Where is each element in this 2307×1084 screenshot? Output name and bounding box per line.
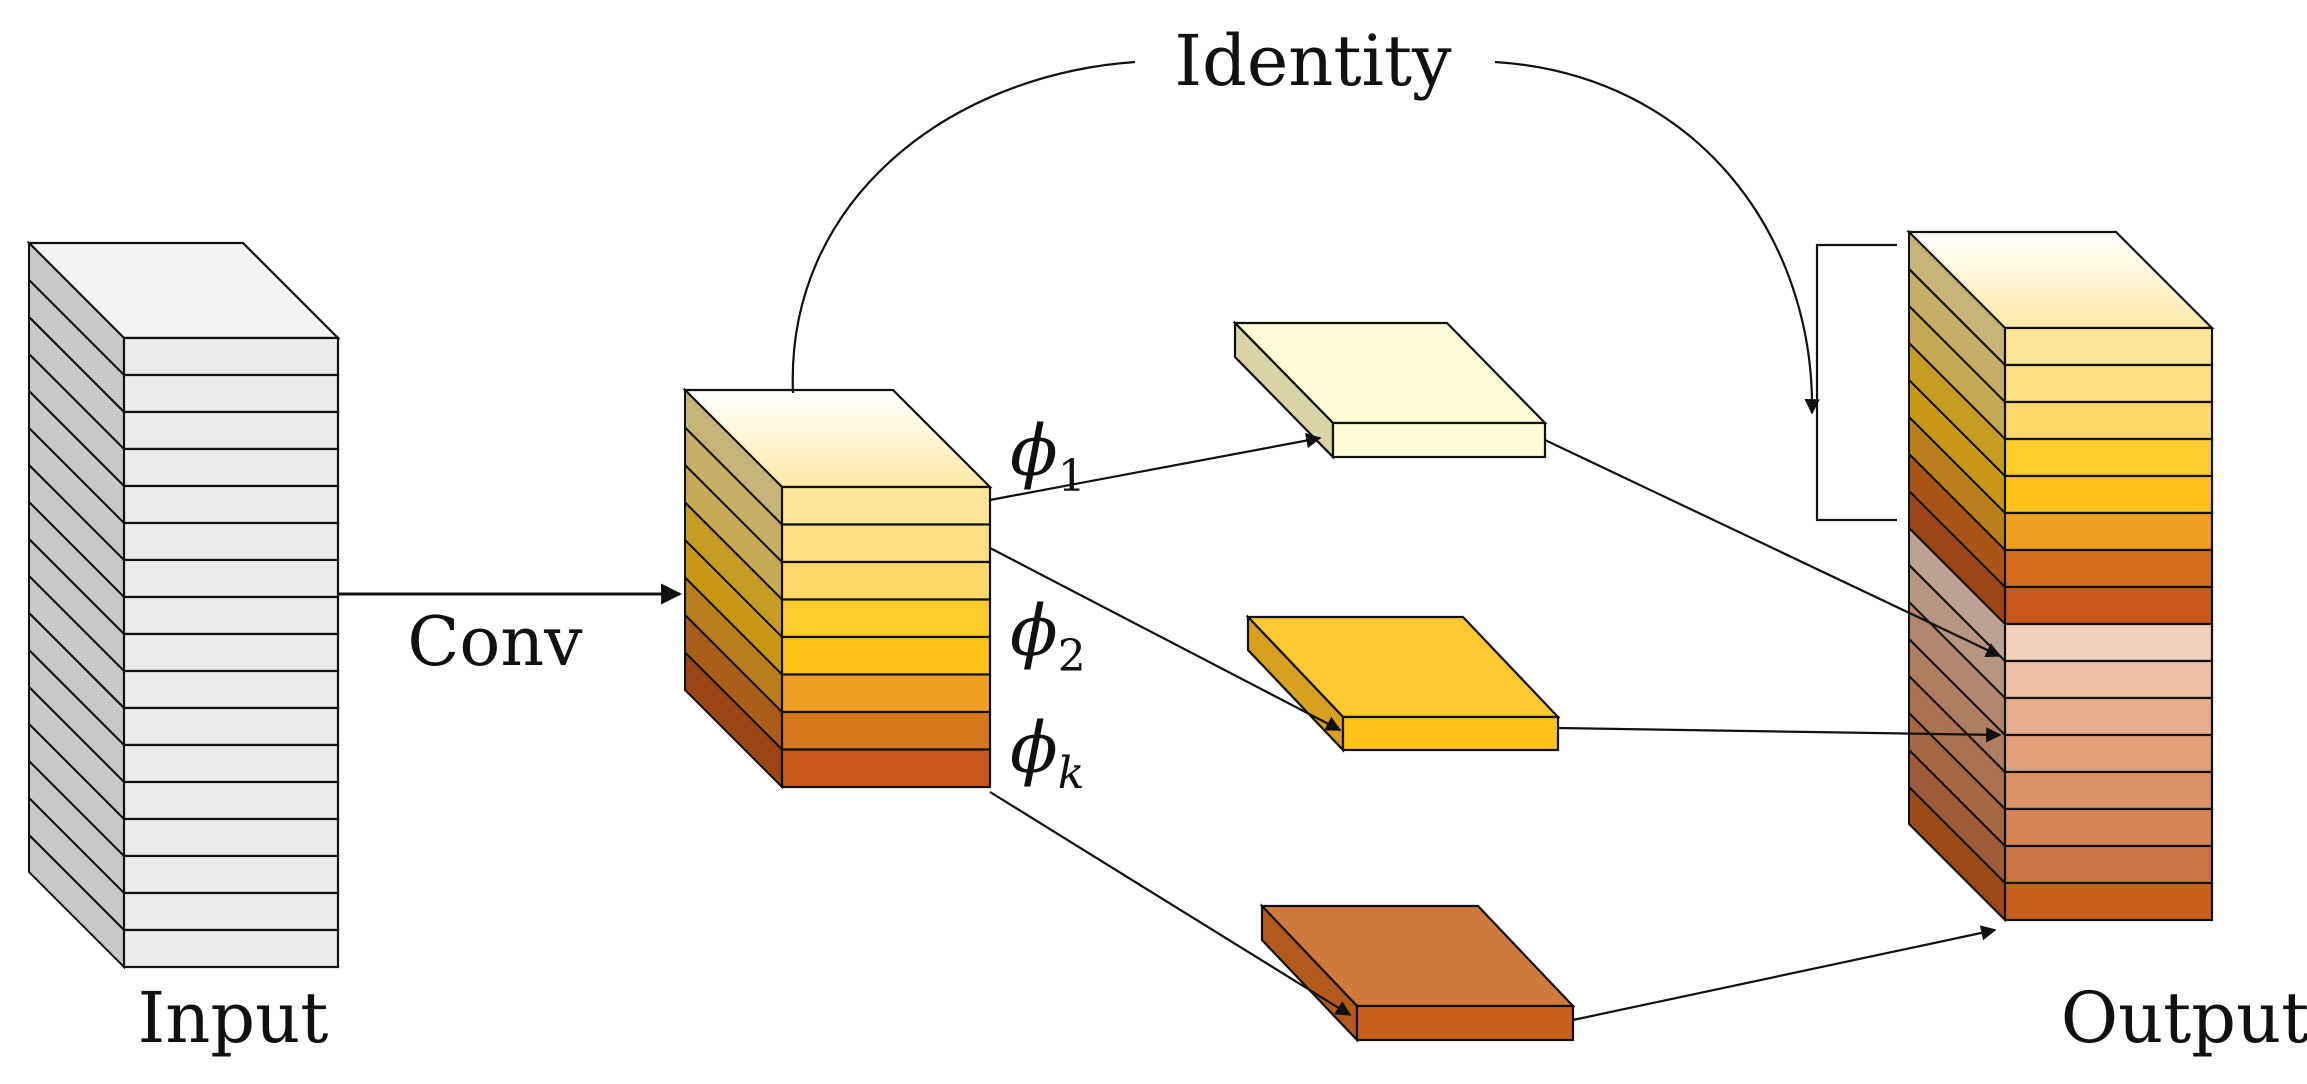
phi1-subscript: 1 (1058, 451, 1086, 502)
identity-arc (791, 60, 1136, 394)
output-stack-layer (2003, 622, 2214, 663)
input-stack-layer (122, 706, 340, 747)
intrinsic-stack-layer (780, 710, 992, 751)
phi2-arrow (989, 547, 1342, 731)
ghost-map-1-to-output-arrow (1544, 439, 2002, 658)
phik-label: ϕk (1010, 707, 1084, 799)
input-stack-layer (122, 521, 340, 562)
output-label: Output (2061, 977, 2307, 1059)
input-stack-layer (122, 928, 340, 969)
input-stack-layer (122, 410, 340, 451)
phi2-label: ϕ2 (1010, 590, 1086, 682)
input-stack-layer (122, 558, 340, 599)
phi2-symbol: ϕ (1010, 590, 1058, 672)
ghost-map-2-to-output-arrow (1557, 726, 2002, 743)
output-stack-layer (2003, 585, 2214, 626)
input-stack-layer (122, 632, 340, 673)
intrinsic-stack-layer (780, 748, 992, 789)
output-stack-layer (2003, 881, 2214, 922)
phi1-symbol: ϕ (1010, 410, 1058, 492)
phik-symbol: ϕ (1010, 707, 1058, 789)
ghost-map-k-front (1355, 1004, 1575, 1042)
output-stack-layer (2003, 844, 2214, 885)
phi1-arrow (989, 432, 1322, 502)
intrinsic-stack-layer (780, 673, 992, 714)
phi1-label: ϕ1 (1010, 410, 1086, 502)
output-stack-layer (2003, 807, 2214, 848)
output-stack-layer (2003, 733, 2214, 774)
output-stack-layer (2003, 326, 2214, 367)
output-stack-layer (2003, 659, 2214, 700)
input-stack-layer (122, 336, 340, 377)
conv-label: Conv (407, 603, 583, 682)
output-stack-layer (2003, 474, 2214, 515)
output-stack-layer (2003, 511, 2214, 552)
phik-arrow (989, 791, 1352, 1016)
output-bracket (1815, 243, 1897, 522)
ghost-map-1 (1232, 320, 1548, 460)
input-stack-layer (122, 780, 340, 821)
intrinsic-stack-layer (780, 523, 992, 564)
input-stack-layer (122, 595, 340, 636)
input-label: Input (138, 977, 329, 1059)
input-stack-layer (122, 484, 340, 525)
output-stack-layer (2003, 770, 2214, 811)
input-stack-layer (122, 891, 340, 932)
intrinsic-stack-layer (780, 560, 992, 601)
input-stack-layer (122, 854, 340, 895)
identity-label: Identity (1174, 20, 1452, 102)
phik-subscript: k (1058, 748, 1085, 799)
input-stack-layer (122, 373, 340, 414)
output-stack-layer (2003, 437, 2214, 478)
intrinsic-feature-stack (682, 387, 993, 790)
output-stack-layer (2003, 696, 2214, 737)
input-feature-stack (26, 240, 341, 970)
phi2-subscript: 2 (1058, 631, 1086, 682)
ghost-map-2-front (1341, 715, 1560, 752)
ghost-map-k-to-output-arrow (1572, 925, 1997, 1022)
output-feature-stack (1906, 229, 2215, 923)
input-stack-layer (122, 447, 340, 488)
intrinsic-stack-layer (780, 598, 992, 639)
ghost-map-k (1259, 903, 1576, 1043)
input-stack-layer (122, 817, 340, 858)
input-stack-layer (122, 743, 340, 784)
output-stack-layer (2003, 363, 2214, 404)
ghost-map-2 (1245, 614, 1561, 753)
input-stack-layer (122, 669, 340, 710)
output-stack-layer (2003, 548, 2214, 589)
output-stack-layer (2003, 400, 2214, 441)
ghost-map-1-front (1331, 421, 1547, 459)
identity-arc-arrow (1494, 60, 1820, 415)
intrinsic-stack-layer (780, 635, 992, 676)
intrinsic-stack-layer (780, 485, 992, 526)
